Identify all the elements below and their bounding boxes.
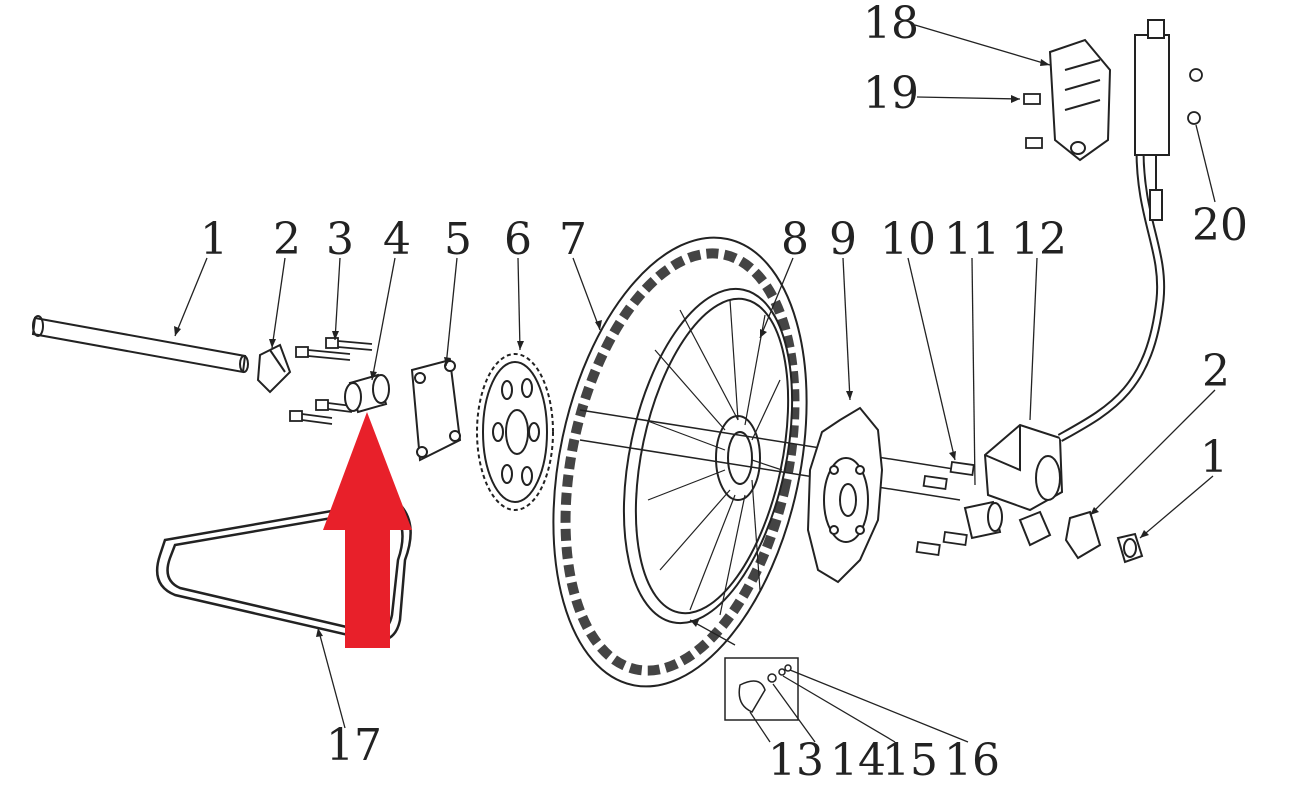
callout-10: 10 [880, 214, 936, 265]
highlight-arrow [323, 412, 412, 648]
callout-2-left: 2 [273, 214, 301, 265]
callout-14: 14 [830, 735, 886, 786]
right-spacer [963, 500, 1003, 540]
callout-19: 19 [863, 68, 919, 119]
axle-part [31, 315, 249, 374]
valve-detail [724, 657, 799, 721]
callout-3: 3 [326, 214, 354, 265]
chain-adjuster-right [1064, 510, 1102, 560]
callout-12: 12 [1011, 214, 1067, 265]
callout-18: 18 [863, 0, 919, 49]
callout-15: 15 [882, 735, 938, 786]
axle-nut [1116, 532, 1144, 564]
leader-lines [174, 24, 1216, 743]
brake-caliper [983, 423, 1064, 547]
disc-bolts [915, 460, 975, 556]
callout-6: 6 [504, 214, 532, 265]
callout-1-right: 1 [1200, 432, 1228, 483]
callout-2-right: 2 [1202, 346, 1230, 397]
callout-20: 20 [1192, 200, 1248, 251]
rear-sprocket [476, 353, 554, 511]
callout-9: 9 [829, 214, 857, 265]
callout-8: 8 [781, 214, 809, 265]
master-cylinder [1134, 19, 1170, 221]
callout-1-left: 1 [200, 214, 228, 265]
chain-adjuster-left [256, 343, 292, 394]
brake-disc [806, 406, 884, 584]
master-cylinder-bolts [1023, 68, 1203, 149]
callout-17: 17 [326, 720, 382, 771]
callout-11: 11 [944, 214, 1000, 265]
leader-arrowheads [174, 59, 1149, 637]
callout-5: 5 [444, 214, 472, 265]
callout-labels: 1 2 3 4 5 6 7 8 9 10 11 12 2 1 13 14 15 … [200, 0, 1248, 786]
callout-16: 16 [944, 735, 1000, 786]
callout-4: 4 [383, 214, 411, 265]
callout-7: 7 [559, 214, 587, 265]
wheel-spacer [344, 373, 390, 414]
master-cylinder-guard [1048, 38, 1112, 162]
rear-wheel [552, 236, 961, 688]
sprocket-carrier [410, 358, 462, 462]
callout-13: 13 [768, 735, 824, 786]
